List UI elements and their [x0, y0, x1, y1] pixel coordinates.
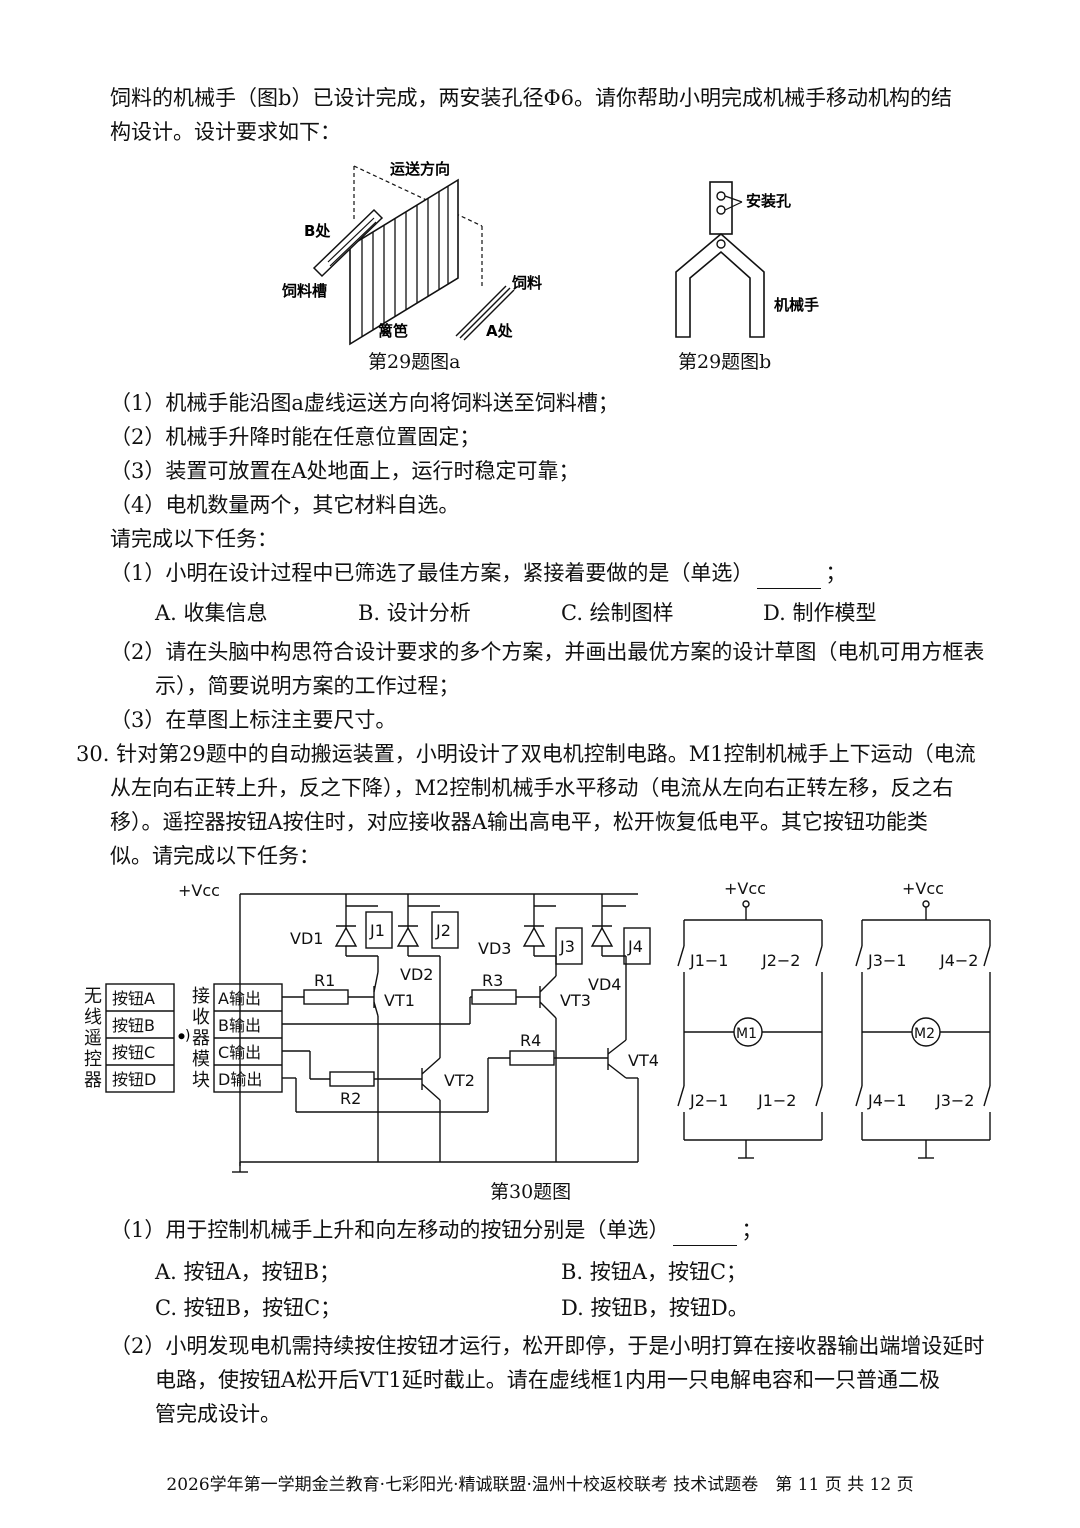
label-direction: 运送方向 — [390, 160, 450, 178]
relay-j2: J2 — [435, 921, 451, 940]
q30-line-3: 移）。遥控器按钮A按住时，对应接收器A输出高电平，松开恢复低电平。其它按钮功能类 — [110, 810, 928, 834]
motor-m2: M2 — [914, 1026, 935, 1042]
q30-task-2a: （2）小明发现电机需持续按住按钮才运行，松开即停，于是小明打算在接收器输出端增设… — [110, 1334, 985, 1358]
relay-j3: J3 — [559, 937, 575, 956]
q29-task-2b: 示），简要说明方案的工作过程； — [155, 674, 460, 698]
m1-contact-3: J2−1 — [689, 1091, 728, 1110]
requirement-1: （1）机械手能沿图a虚线运送方向将饲料送至饲料槽； — [110, 391, 619, 415]
label-hand: 机械手 — [774, 296, 819, 314]
button-b: 按钮B — [112, 1016, 155, 1035]
q30-option-c: C. 按钮B，按钮C； — [155, 1296, 342, 1320]
resistor-r3: R3 — [482, 971, 503, 990]
m2-contact-3: J4−1 — [867, 1091, 906, 1110]
intro-line-1: 饲料的机械手（图b）已设计完成，两安装孔径Φ6。请你帮助小明完成机械手移动机构的… — [110, 86, 953, 110]
remote-label: 无线遥控器 — [84, 986, 102, 1091]
q30-option-b: B. 按钮A，按钮C； — [561, 1260, 748, 1284]
q29-task-1-end: ； — [825, 561, 847, 585]
resistor-r2: R2 — [340, 1089, 361, 1108]
relay-j1: J1 — [369, 921, 385, 940]
resistor-r4: R4 — [520, 1031, 541, 1050]
q29-task-3: （3）在草图上标注主要尺寸。 — [110, 708, 397, 732]
label-b: B处 — [304, 222, 331, 240]
button-d: 按钮D — [112, 1070, 156, 1089]
q30-task-2b: 电路，使按钮A松开后VT1延时截止。请在虚线框1内用一只电解电容和一只普通二极 — [155, 1368, 941, 1392]
answer-blank[interactable] — [673, 1223, 738, 1246]
label-hole: 安装孔 — [746, 192, 791, 210]
diode-vd1: VD1 — [290, 929, 323, 948]
m2-contact-1: J3−1 — [867, 951, 906, 970]
q29-option-b: B. 设计分析 — [358, 601, 471, 625]
receiver-label: 接收器模块 — [192, 986, 210, 1091]
figure-29a: 运送方向 B处 饲料槽 饲料 篱笆 A处 — [281, 160, 542, 346]
q30-task-1-text: （1）用于控制机械手上升和向左移动的按钮分别是（单选） — [110, 1218, 670, 1242]
m1-contact-4: J1−2 — [757, 1091, 796, 1110]
m2-contact-2: J4−2 — [939, 951, 978, 970]
diode-vd2: VD2 — [400, 965, 433, 984]
svg-text:⦁): ⦁) — [178, 1028, 190, 1044]
m2-contact-4: J3−2 — [935, 1091, 974, 1110]
q30-line-2: 从左向右正转上升，反之下降），M2控制机械手水平移动（电流从左向右正转左移，反之… — [110, 776, 954, 800]
output-b: B输出 — [218, 1016, 261, 1035]
figure-29b-caption: 第29题图b — [678, 351, 772, 373]
requirement-3: （3）装置可放置在A处地面上，运行时稳定可靠； — [110, 459, 580, 483]
task-intro: 请完成以下任务： — [110, 527, 278, 551]
intro-line-2: 构设计。设计要求如下： — [110, 120, 341, 144]
q30-task-1-end: ； — [741, 1218, 763, 1242]
q29-option-d: D. 制作模型 — [763, 601, 877, 625]
q30-line-1: 30. 针对第29题中的自动搬运装置，小明设计了双电机控制电路。M1控制机械手上… — [76, 742, 976, 766]
q29-option-a: A. 收集信息 — [155, 601, 268, 625]
q30-task-1: （1）用于控制机械手上升和向左移动的按钮分别是（单选） ； — [110, 1214, 762, 1246]
button-c: 按钮C — [112, 1043, 155, 1062]
m1-contact-2: J2−2 — [761, 951, 800, 970]
resistor-r1: R1 — [314, 971, 335, 990]
m1-contact-1: J1−1 — [689, 951, 728, 970]
figure-29a-caption: 第29题图a — [368, 351, 461, 373]
button-a: 按钮A — [112, 989, 155, 1008]
relay-j4: J4 — [627, 937, 643, 956]
page-footer: 2026学年第一学期金兰教育·七彩阳光·精诚联盟·温州十校返校联考 技术试题卷 … — [166, 1475, 914, 1495]
q29-option-c: C. 绘制图样 — [561, 601, 674, 625]
label-trough: 饲料槽 — [281, 282, 327, 300]
q30-option-a: A. 按钮A，按钮B； — [155, 1260, 341, 1284]
motor-m1: M1 — [736, 1026, 757, 1042]
q30-line-4: 似。请完成以下任务： — [110, 844, 320, 868]
q30-option-d: D. 按钮B，按钮D。 — [561, 1296, 749, 1320]
answer-blank[interactable] — [757, 566, 822, 589]
transistor-vt3: VT3 — [560, 991, 591, 1010]
circuit-diagram: ⦁) — [105, 879, 991, 1173]
label-feed: 饲料 — [511, 274, 542, 292]
diode-vd3: VD3 — [478, 939, 511, 958]
label-a: A处 — [486, 322, 514, 340]
figure-29b: 安装孔 机械手 — [675, 181, 819, 338]
vcc-label-m2: +Vcc — [902, 879, 944, 898]
requirement-2: （2）机械手升降时能在任意位置固定； — [110, 425, 481, 449]
output-d: D输出 — [218, 1070, 262, 1089]
transistor-vt4: VT4 — [628, 1051, 659, 1070]
q29-task-1: （1）小明在设计过程中已筛选了最佳方案，紧接着要做的是（单选） ； — [110, 557, 846, 589]
transistor-vt2: VT2 — [444, 1071, 475, 1090]
vcc-label-m1: +Vcc — [724, 879, 766, 898]
diode-vd4: VD4 — [588, 975, 621, 994]
requirement-4: （4）电机数量两个，其它材料自选。 — [110, 493, 460, 517]
transistor-vt1: VT1 — [384, 991, 415, 1010]
q29-task-1-text: （1）小明在设计过程中已筛选了最佳方案，紧接着要做的是（单选） — [110, 561, 754, 585]
label-pen: 篱笆 — [378, 322, 408, 340]
vcc-label-main: +Vcc — [178, 881, 220, 900]
output-c: C输出 — [218, 1043, 261, 1062]
circuit-caption: 第30题图 — [490, 1181, 572, 1203]
q29-task-2a: （2）请在头脑中构思符合设计要求的多个方案，并画出最优方案的设计草图（电机可用方… — [110, 640, 985, 664]
output-a: A输出 — [218, 989, 261, 1008]
q30-task-2c: 管完成设计。 — [155, 1402, 281, 1426]
